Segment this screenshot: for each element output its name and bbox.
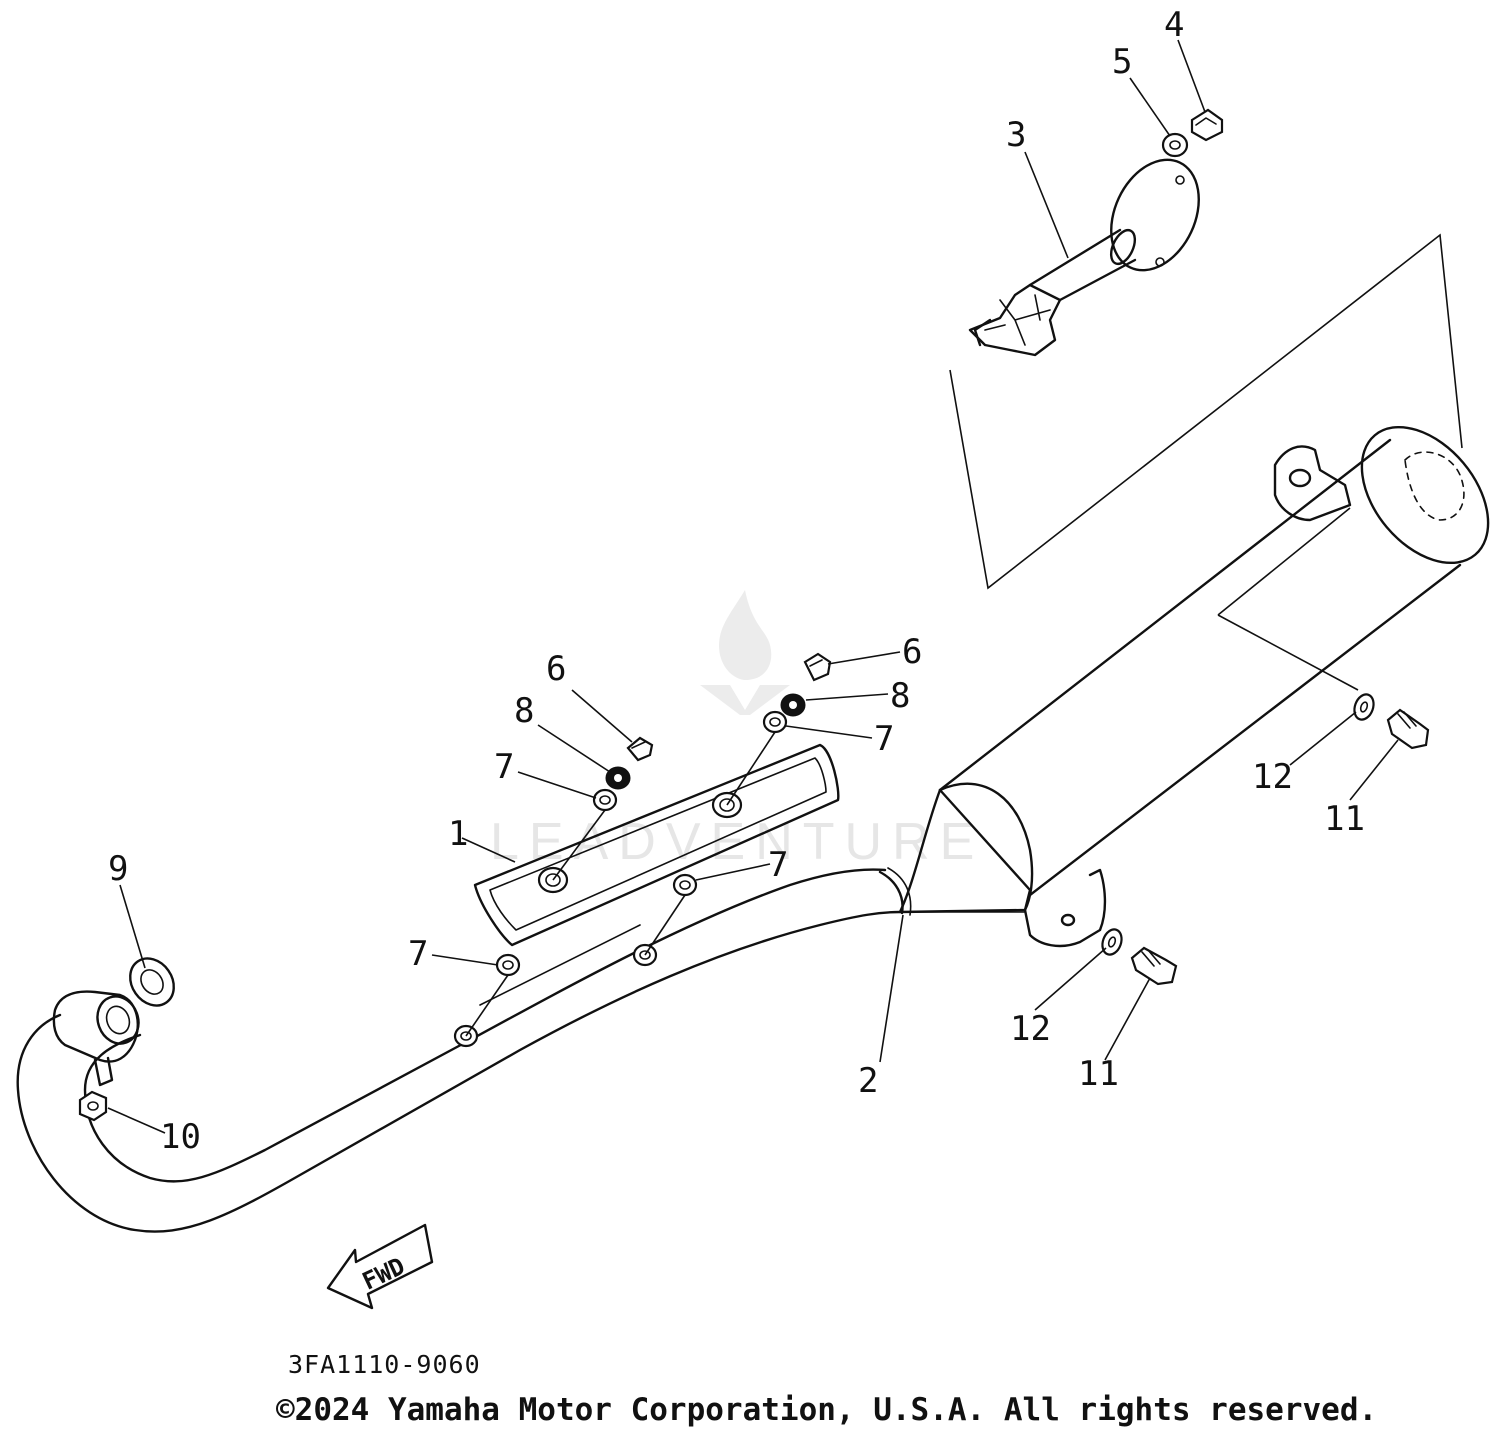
callout-11-upper: 11 (1324, 799, 1365, 839)
exhaust-pipe (16, 867, 912, 1233)
callout-7-right: 7 (874, 719, 894, 759)
assembly-lines (949, 233, 1463, 691)
grommet-8-left (605, 766, 631, 790)
screw-6-right (803, 652, 832, 682)
washer-12-upper (1353, 693, 1375, 721)
washer-12-lower (1101, 928, 1123, 956)
spark-arrester (968, 158, 1200, 357)
muffler (898, 425, 1490, 948)
collar-7-a (592, 788, 618, 812)
grommet-8-right (780, 693, 806, 717)
bolt-11-lower (1130, 946, 1178, 986)
fwd-arrow-icon: FWD (326, 1223, 434, 1310)
fwd-label: FWD (358, 1252, 409, 1296)
washer-5 (1161, 132, 1189, 158)
callout-3: 3 (1006, 115, 1026, 155)
callout-8-left: 8 (514, 691, 534, 731)
callouts: 1 2 3 4 5 6 6 7 7 7 7 8 8 9 10 11 11 12 … (108, 5, 1365, 1157)
callout-11-lower: 11 (1078, 1054, 1119, 1094)
callout-1: 1 (448, 814, 468, 854)
callout-2: 2 (858, 1061, 878, 1101)
callout-12-upper: 12 (1252, 757, 1293, 797)
bolt-4 (1190, 108, 1224, 142)
callout-12-lower: 12 (1010, 1009, 1051, 1049)
callout-7-middle: 7 (768, 845, 788, 885)
nut-10 (78, 1090, 108, 1122)
callout-9: 9 (108, 849, 128, 889)
collar-7-b (762, 710, 788, 734)
collar-7-e (495, 953, 521, 977)
callout-7-top-left: 7 (494, 747, 514, 787)
bolt-11-upper (1386, 708, 1430, 750)
watermark-text: LEADVENTURE (490, 813, 985, 871)
callout-6-left: 6 (546, 649, 566, 689)
callout-8-right: 8 (890, 676, 910, 716)
collar-7-c (672, 873, 698, 897)
leader-lines (107, 39, 1399, 1134)
callout-6-right: 6 (902, 632, 922, 672)
watermark-logo (690, 585, 800, 720)
callout-10: 10 (160, 1117, 201, 1157)
callout-7-lower-left: 7 (408, 934, 428, 974)
part-code: 3FA1110-9060 (288, 1350, 481, 1379)
gasket-9 (129, 957, 175, 1007)
screw-6-left (626, 736, 654, 762)
copyright-notice: ©2024 Yamaha Motor Corporation, U.S.A. A… (276, 1392, 1378, 1428)
callout-5: 5 (1112, 42, 1132, 82)
callout-4: 4 (1164, 5, 1184, 45)
